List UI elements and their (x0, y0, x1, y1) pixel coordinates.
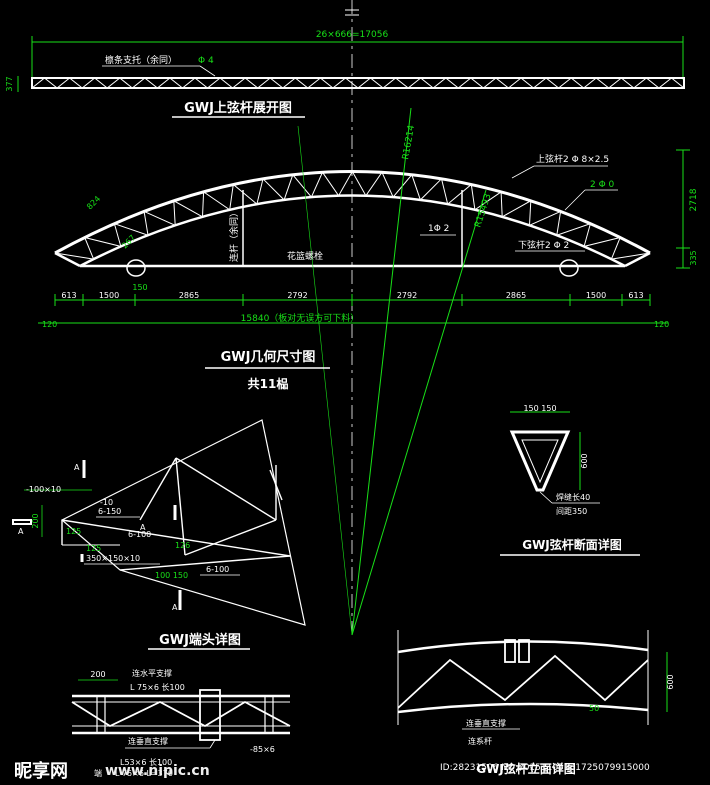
top-chord-total-dim: 26×666=17056 (316, 30, 389, 40)
bracing-detail: 200 连水平支撑 L 75×6 长100 连垂直支撑 L53×6 长100 -… (71, 668, 291, 778)
end-detail: -100×10 200 -10 6-150 A A A A 125 6-100 … (12, 419, 306, 650)
top-chord-web (31, 77, 685, 89)
plate-10: -10 (100, 498, 113, 507)
elevation-title: GWJ弦杆立面详图 (476, 761, 576, 776)
turnbuckle-label: 花篮螺栓 (287, 250, 323, 262)
web-label: 2 Φ 0 (590, 180, 615, 190)
watermark-logo: 昵享网 (14, 760, 68, 782)
watermark-url: www.nipic.cn (105, 763, 210, 779)
weld-6-100: 6-100 (128, 530, 151, 539)
weld-6-150: 6-150 (98, 507, 121, 516)
dim-segment-label: 613 (628, 291, 643, 300)
purlin-note: 檩条支托（余同） (105, 54, 177, 66)
section-a-2: A (18, 527, 24, 536)
brace-dim-200: 200 (90, 670, 105, 679)
horizontal-brace-note: 连水平支撑 (132, 668, 172, 678)
support-right (559, 259, 579, 277)
angle-75x6-370: L 75×6 L=370 (115, 769, 173, 778)
web-label-left: 1Φ 2 (428, 224, 449, 234)
dim-100-150: 100 150 (155, 571, 188, 580)
top-chord-zigzag (31, 77, 685, 89)
end-detail-outline (60, 419, 306, 626)
lower-chord-label: 下弦杆2 Φ 2 (518, 239, 569, 251)
arch-web-members (54, 170, 651, 260)
lower-chord-arc (79, 194, 626, 268)
dim-120-left: 120 (42, 320, 57, 329)
dim-segment-label: 2865 (179, 291, 199, 300)
section-a-4: A (172, 603, 178, 612)
height-total-dim: 2718 (689, 188, 699, 211)
arch-truss (54, 170, 651, 277)
dim-120-right: 120 (654, 320, 669, 329)
section-height: 600 (580, 453, 589, 468)
left-upper-tag: 824 (85, 194, 102, 211)
plate-85x6: -85×6 (250, 745, 275, 754)
section-title: GWJ弦杆断面详图 (522, 537, 622, 552)
chord-section: 150 150 600 焊缝长40 间距350 GWJ弦杆断面详图 (500, 404, 640, 556)
dim-125b: 125 (86, 544, 101, 553)
watermark: 昵享网 www.nipic.cn ID:28231506 NO:20151105… (14, 760, 650, 782)
section-mark (12, 519, 32, 525)
chord-elevation: 600 50 连垂直支撑 连系杆 GWJ弦杆立面详图 (397, 630, 675, 776)
dim-125: 125 (66, 527, 81, 536)
bottom-150-dim: 150 (132, 283, 147, 292)
dim-126: 126 (175, 541, 190, 550)
weld-6-100b: 6-100 (206, 565, 229, 574)
weld-length: 焊缝长40 (556, 492, 590, 502)
support-left (126, 259, 146, 277)
top-chord-section: 26×666=17056 377 檩条支托（余同） Φ 4 GWJ上弦杆展开图 (5, 30, 685, 118)
dim-segment-label: 2792 (287, 291, 307, 300)
upper-chord-label: 上弦杆2 Φ 8×2.5 (536, 153, 609, 165)
height-end-dim: 335 (689, 250, 698, 265)
geometry-dims: 613 1500 2865 2792 2792 2865 1500 613 120 120 1… (38, 291, 669, 391)
elev-height: 600 (666, 674, 675, 689)
dim-segment-label: 613 (61, 291, 76, 300)
dim-segment-label: 2792 (397, 291, 417, 300)
section-a-1: A (74, 463, 80, 472)
plate-100x10: -100×10 (26, 485, 61, 494)
truss-count: 共11榀 (248, 376, 289, 391)
vertical-link-tag: 连杆（余同） (228, 208, 240, 262)
section-width-dims: 150 150 (523, 404, 556, 413)
left-lower-tag: 267 (120, 233, 137, 250)
arch-zigzag (54, 170, 651, 260)
top-chord-left-dim: 377 (5, 76, 14, 91)
end-tag: 端 (94, 768, 102, 778)
geometry-title: GWJ几何尺寸图 (221, 349, 316, 365)
dim-segment-label: 2865 (506, 291, 526, 300)
angle-53x6: L53×6 长100 (120, 757, 172, 767)
top-chord-bar-mark: Φ 4 (198, 56, 214, 66)
section-shape (509, 430, 571, 492)
angle-75x6: L 75×6 长100 (130, 682, 185, 692)
dim-segment-label: 1500 (99, 291, 119, 300)
dim-segment-label: 1500 (586, 291, 606, 300)
radius-rays: R16214 R15493 (297, 107, 494, 636)
dim-200: 200 (31, 513, 40, 528)
weld-spacing: 间距350 (556, 507, 587, 516)
plate-350: 350×150×10 (86, 554, 140, 563)
watermark-id: ID:28231506 NO:20151105131725079915000 (440, 763, 650, 773)
elev-mid-dim: 50 (589, 704, 599, 713)
section-inner (521, 439, 559, 484)
top-chord-title: GWJ上弦杆展开图 (184, 100, 292, 116)
radius-label-1: R16214 (401, 124, 417, 160)
elev-vertical-brace: 连垂直支撑 (466, 718, 506, 728)
section-a-3: A (140, 523, 146, 532)
vertical-brace-note: 连垂直支撑 (128, 736, 168, 746)
dim-total-bottom: 15840（板对无误方可下料） (241, 312, 360, 324)
end-detail-title: GWJ端头详图 (159, 632, 241, 648)
arch-annotations: 上弦杆2 Φ 8×2.5 2 Φ 0 1Φ 2 下弦杆2 Φ 2 824 267… (85, 149, 699, 292)
elev-tie: 连系杆 (468, 736, 492, 746)
